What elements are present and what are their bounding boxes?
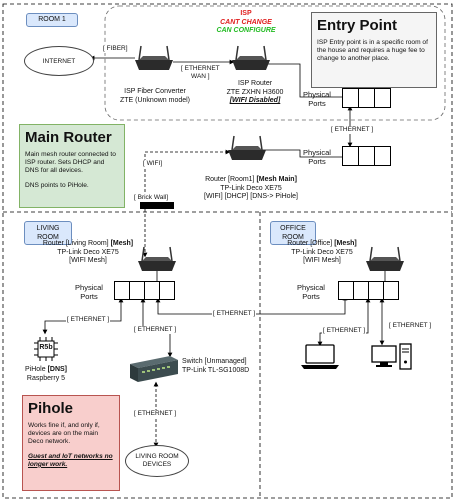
- main-port-3: [374, 146, 391, 166]
- living-router-icon: [138, 246, 176, 271]
- living-physical-ports-label: Physical Ports: [75, 283, 103, 301]
- entry-point-zone: [104, 5, 446, 121]
- brick-wall-marker: [140, 202, 174, 209]
- fiber-link-label: [ FIBER]: [102, 45, 129, 53]
- cant-change-flag: CANT CHANGE: [220, 18, 272, 26]
- pihole-note: Pihole Works fine if, and only if, devic…: [22, 395, 120, 491]
- office-port-3: [368, 281, 384, 300]
- living-room-devices-cloud: LIVING ROOM DEVICES: [125, 445, 189, 477]
- fiber-converter-label: ISP Fiber Converter ZTE (Unknown model): [100, 88, 210, 105]
- wifi-mesh-link: [142, 149, 231, 258]
- office-router-label: Router [Office] [Mesh] TP-Link Deco XE75…: [287, 240, 357, 264]
- fiber-converter-icon: [135, 45, 173, 70]
- main-router-note: Main Router Main mesh router connected t…: [19, 124, 125, 208]
- can-configure-flag: CAN CONFIGURE: [216, 27, 276, 34]
- isp-physical-ports-label: Physical Ports: [303, 90, 331, 108]
- pihole-text-2: Guest and IoT networks no longer work.: [28, 452, 113, 468]
- main-router-icon: [228, 135, 266, 160]
- pihole-title: Pihole: [28, 400, 74, 417]
- isp-flag: ISP: [240, 10, 252, 17]
- isp-router-to-ports: [262, 63, 342, 98]
- pihole-chip-label: R5b: [39, 344, 53, 351]
- isp-status-flags: ISP CANT CHANGE CAN CONFIGURE: [214, 10, 278, 36]
- living-router-label: Router [Living Room] [Mesh] TP-Link Deco…: [42, 240, 134, 264]
- entry-point-title: Entry Point: [317, 17, 398, 34]
- main-router-title: Main Router: [25, 129, 112, 146]
- office-ethernet-label: [ ETHERNET ]: [212, 310, 257, 318]
- room1-label: ROOM 1: [26, 13, 78, 27]
- living-port-4: [159, 281, 175, 300]
- entry-point-text: ISP Entry point is in a specific room of…: [317, 39, 428, 63]
- network-switch-icon: [130, 356, 178, 382]
- raspberry-pi-chip-icon: R5b: [34, 337, 58, 361]
- office-port-2: [353, 281, 369, 300]
- office-port-1: [338, 281, 354, 300]
- switch-label: Switch [Unmanaged] TP-Link TL-SG1008D: [182, 358, 250, 374]
- room1-border: [2, 3, 453, 499]
- isp-router-icon: [232, 45, 270, 70]
- laptop-ethernet-link: [317, 297, 371, 347]
- isp-port-2: [358, 88, 375, 108]
- wifi-label: [ WIFI]: [142, 160, 164, 168]
- fiber-converter-line2: ZTE (Unknown model): [119, 96, 191, 104]
- laptop-icon: [301, 344, 339, 369]
- fiber-converter-line1: ISP Fiber Converter: [124, 88, 186, 95]
- living-port-2: [129, 281, 145, 300]
- main-router-label: Router [Room1] [Mesh Main] TP-Link Deco …: [204, 176, 298, 200]
- office-port-4: [383, 281, 399, 300]
- office-physical-ports-label: Physical Ports: [297, 283, 325, 301]
- isp-port-3: [374, 88, 391, 108]
- pihole-device-label: PiHole [DNS] Raspberry 5: [24, 366, 68, 382]
- devices-ethernet-label: [ ETHERNET ]: [133, 410, 178, 418]
- desktop-ethernet-label: [ ETHERNET ]: [388, 322, 433, 330]
- main-router-to-ports: [262, 149, 342, 158]
- brick-wall-label: [ Brick Wall]: [133, 194, 170, 202]
- ethernet-wan-label: [ ETHERNET WAN ]: [180, 65, 221, 81]
- living-port-3: [144, 281, 160, 300]
- switch-ethernet-label: [ ETHERNET ]: [133, 326, 178, 334]
- pihole-ethernet-label: [ ETHERNET ]: [66, 316, 111, 324]
- office-room-label: OFFICE ROOM: [270, 221, 316, 245]
- main-port-2: [358, 146, 375, 166]
- living-port-1: [114, 281, 130, 300]
- isp-port-1: [342, 88, 359, 108]
- main-physical-ports-label: Physical Ports: [303, 148, 331, 166]
- main-port-1: [342, 146, 359, 166]
- entry-point-note: Entry Point ISP Entry point is in a spec…: [311, 12, 437, 88]
- main-router-text-1: Main mesh router connected to ISP router…: [25, 151, 116, 175]
- internet-cloud: INTERNET: [24, 46, 94, 76]
- laptop-ethernet-label: [ ETHERNET ]: [322, 327, 367, 335]
- isp-main-ethernet-label: [ ETHERNET ]: [330, 126, 375, 134]
- living-room-label: LIVING ROOM: [24, 221, 72, 245]
- isp-router-label: ISP Router ZTE ZXHN H3600 [WIFI Disabled…: [226, 80, 284, 104]
- office-router-icon: [366, 246, 404, 271]
- pihole-text-1: Works fine if, and only if, devices are …: [28, 422, 100, 446]
- main-router-text-2: DNS points to PiHole.: [25, 181, 89, 189]
- desktop-computer-icon: [371, 343, 412, 370]
